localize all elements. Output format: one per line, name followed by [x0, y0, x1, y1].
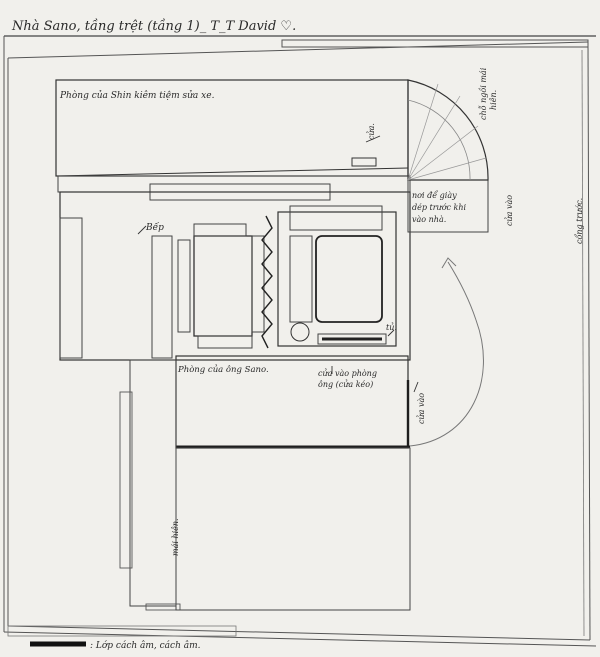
- label-entry-lower: cửa vào: [417, 393, 426, 424]
- veranda-step: [145, 603, 181, 611]
- porch-ray-2: [407, 125, 479, 181]
- porch-inner-arc: [407, 99, 471, 181]
- door-arrow: [365, 135, 381, 143]
- bench-right: [251, 235, 265, 333]
- shin-room-lower-wall: [55, 167, 409, 177]
- label-entry-right: cửa vào: [505, 195, 514, 226]
- kitchen-counter: [151, 235, 173, 359]
- bench-left: [177, 239, 191, 333]
- bottom-border: [3, 631, 597, 647]
- veranda-edge: [119, 391, 133, 569]
- label-kitchen: Bếp: [145, 222, 164, 233]
- cabinet-arrow: [387, 329, 395, 337]
- left-wall-block: [59, 217, 83, 359]
- side-cabinet: [289, 235, 313, 323]
- round-table: [290, 322, 310, 342]
- front-fence: [281, 39, 589, 48]
- label-porch-seat-line2: hiên.: [489, 90, 498, 110]
- bed: [315, 235, 383, 323]
- label-ong-sano-room: Phòng của ông Sano.: [177, 364, 269, 375]
- porch-quarter-circle: [407, 79, 489, 181]
- label-shin-room: Phòng của Shin kiêm tiệm sửa xe.: [59, 90, 215, 101]
- label-porch-seat-line1: chỗ ngồi mái: [479, 67, 488, 120]
- page-title: Nhà Sano, tầng trệt (tầng 1)_ T_T David …: [11, 18, 296, 34]
- bottom-fence: [7, 625, 237, 637]
- shelf-top: [289, 205, 383, 231]
- entry-arrow-head: [441, 257, 457, 269]
- veranda: [129, 359, 177, 607]
- sano-room-inner: [277, 211, 397, 347]
- entry-path-curve: [409, 261, 484, 447]
- bench-top: [193, 223, 247, 237]
- label-shoe-area-line2: dép trước khi: [412, 203, 467, 212]
- wardrobe: [317, 333, 387, 345]
- label-front-gate: cổng trước.: [575, 198, 584, 244]
- lower-yard: [175, 447, 411, 611]
- boundary-right-inner: [581, 49, 585, 637]
- legend-text: : Lớp cách âm, cách âm.: [90, 640, 201, 651]
- label-sliding-door-line2: ông (cửa kéo): [318, 380, 373, 389]
- label-shoe-area-line3: vào nhà.: [412, 215, 446, 224]
- folding-screen: [261, 215, 273, 349]
- kitchen-arrow: [137, 225, 147, 235]
- label-sliding-door-line1: cửa vào phòng: [318, 369, 377, 378]
- lower-door-arrow: [413, 381, 419, 393]
- label-door-top: cửa.: [367, 123, 376, 140]
- porch-ray-3: [407, 157, 487, 181]
- shin-room-door: [351, 157, 377, 167]
- boundary-bottom: [7, 625, 591, 641]
- middle-block: [59, 191, 411, 361]
- porch-ray-1: [407, 95, 461, 181]
- bench-bottom: [197, 335, 253, 349]
- dining-table: [193, 235, 253, 337]
- porch-ray-4: [407, 83, 439, 181]
- label-cabinet: tủ.: [386, 323, 397, 332]
- label-veranda: mái hiên.: [171, 518, 180, 556]
- boundary-top: [7, 41, 589, 59]
- boundary-right: [587, 43, 591, 641]
- label-shoe-area-line1: nơi để giày: [412, 191, 457, 200]
